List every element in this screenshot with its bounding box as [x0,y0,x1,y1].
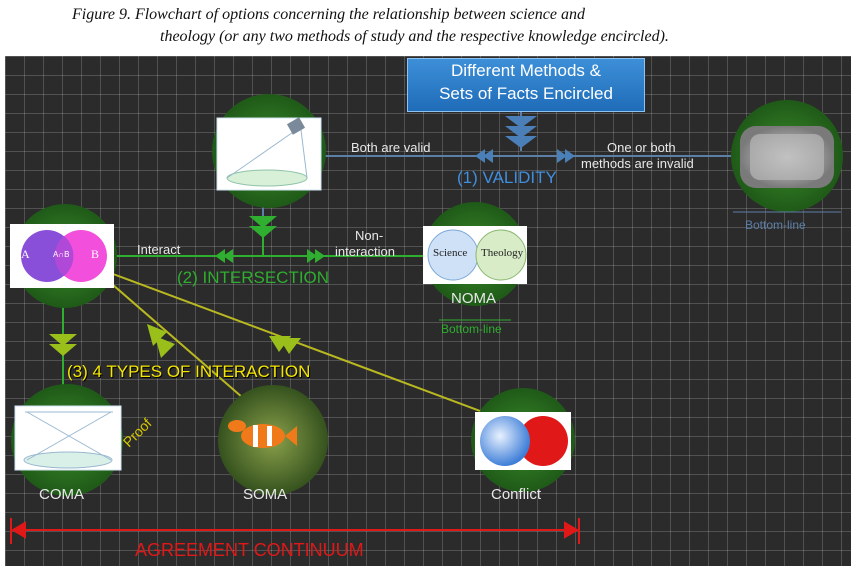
invalid-methods-image [731,100,843,213]
agreement-continuum-arrow [10,518,580,544]
diagram-canvas: Different Methods & Sets of Facts Encirc… [5,56,851,566]
agreement-continuum-label: AGREEMENT CONTINUUM [135,540,364,560]
science-circle-label: Science [433,247,468,259]
venn-diagram-image [10,204,117,308]
non-interaction-label-line-1: Non- [355,228,384,243]
caption-line-2: theology (or any two methods of study an… [160,28,669,45]
validity-heading: (1) VALIDITY [457,168,557,187]
venn-label-intersection: A∩B [53,250,70,259]
noma-image [423,202,527,321]
both-valid-label: Both are valid [351,140,431,155]
coma-image [11,384,123,496]
invalid-label-line-1: One or both [607,140,676,155]
interaction-arrows [49,324,301,358]
soma-image [218,385,328,495]
different-methods-box: Different Methods & Sets of Facts Encirc… [407,58,645,112]
conflict-label: Conflict [491,486,542,503]
coma-label: COMA [39,486,84,503]
valid-methods-image [212,94,326,208]
non-interaction-label-line-2: interaction [335,244,395,259]
title-line-1: Different Methods & [451,61,601,80]
validity-bottom-line: Bottom-line [745,218,806,232]
noma-label: NOMA [451,290,496,307]
noma-bottom-line: Bottom-line [441,322,502,336]
validity-arrows [475,116,575,163]
intersection-heading: (2) INTERSECTION [177,268,330,287]
conflict-image [471,388,575,492]
theology-circle-label: Theology [481,247,524,259]
invalid-label-line-2: methods are invalid [581,156,694,171]
interaction-heading: (3) 4 TYPES OF INTERACTION [67,362,311,381]
intersection-arrows [215,216,325,263]
title-line-2: Sets of Facts Encircled [439,84,613,103]
figure-caption: Figure 9. Flowchart of options concernin… [0,0,856,52]
caption-line-1: Figure 9. Flowchart of options concernin… [72,6,585,23]
venn-label-b: B [91,247,100,261]
diagram-graphics [10,94,843,544]
venn-label-a: A [21,247,30,261]
soma-label: SOMA [243,486,288,503]
interact-label: Interact [137,242,181,257]
